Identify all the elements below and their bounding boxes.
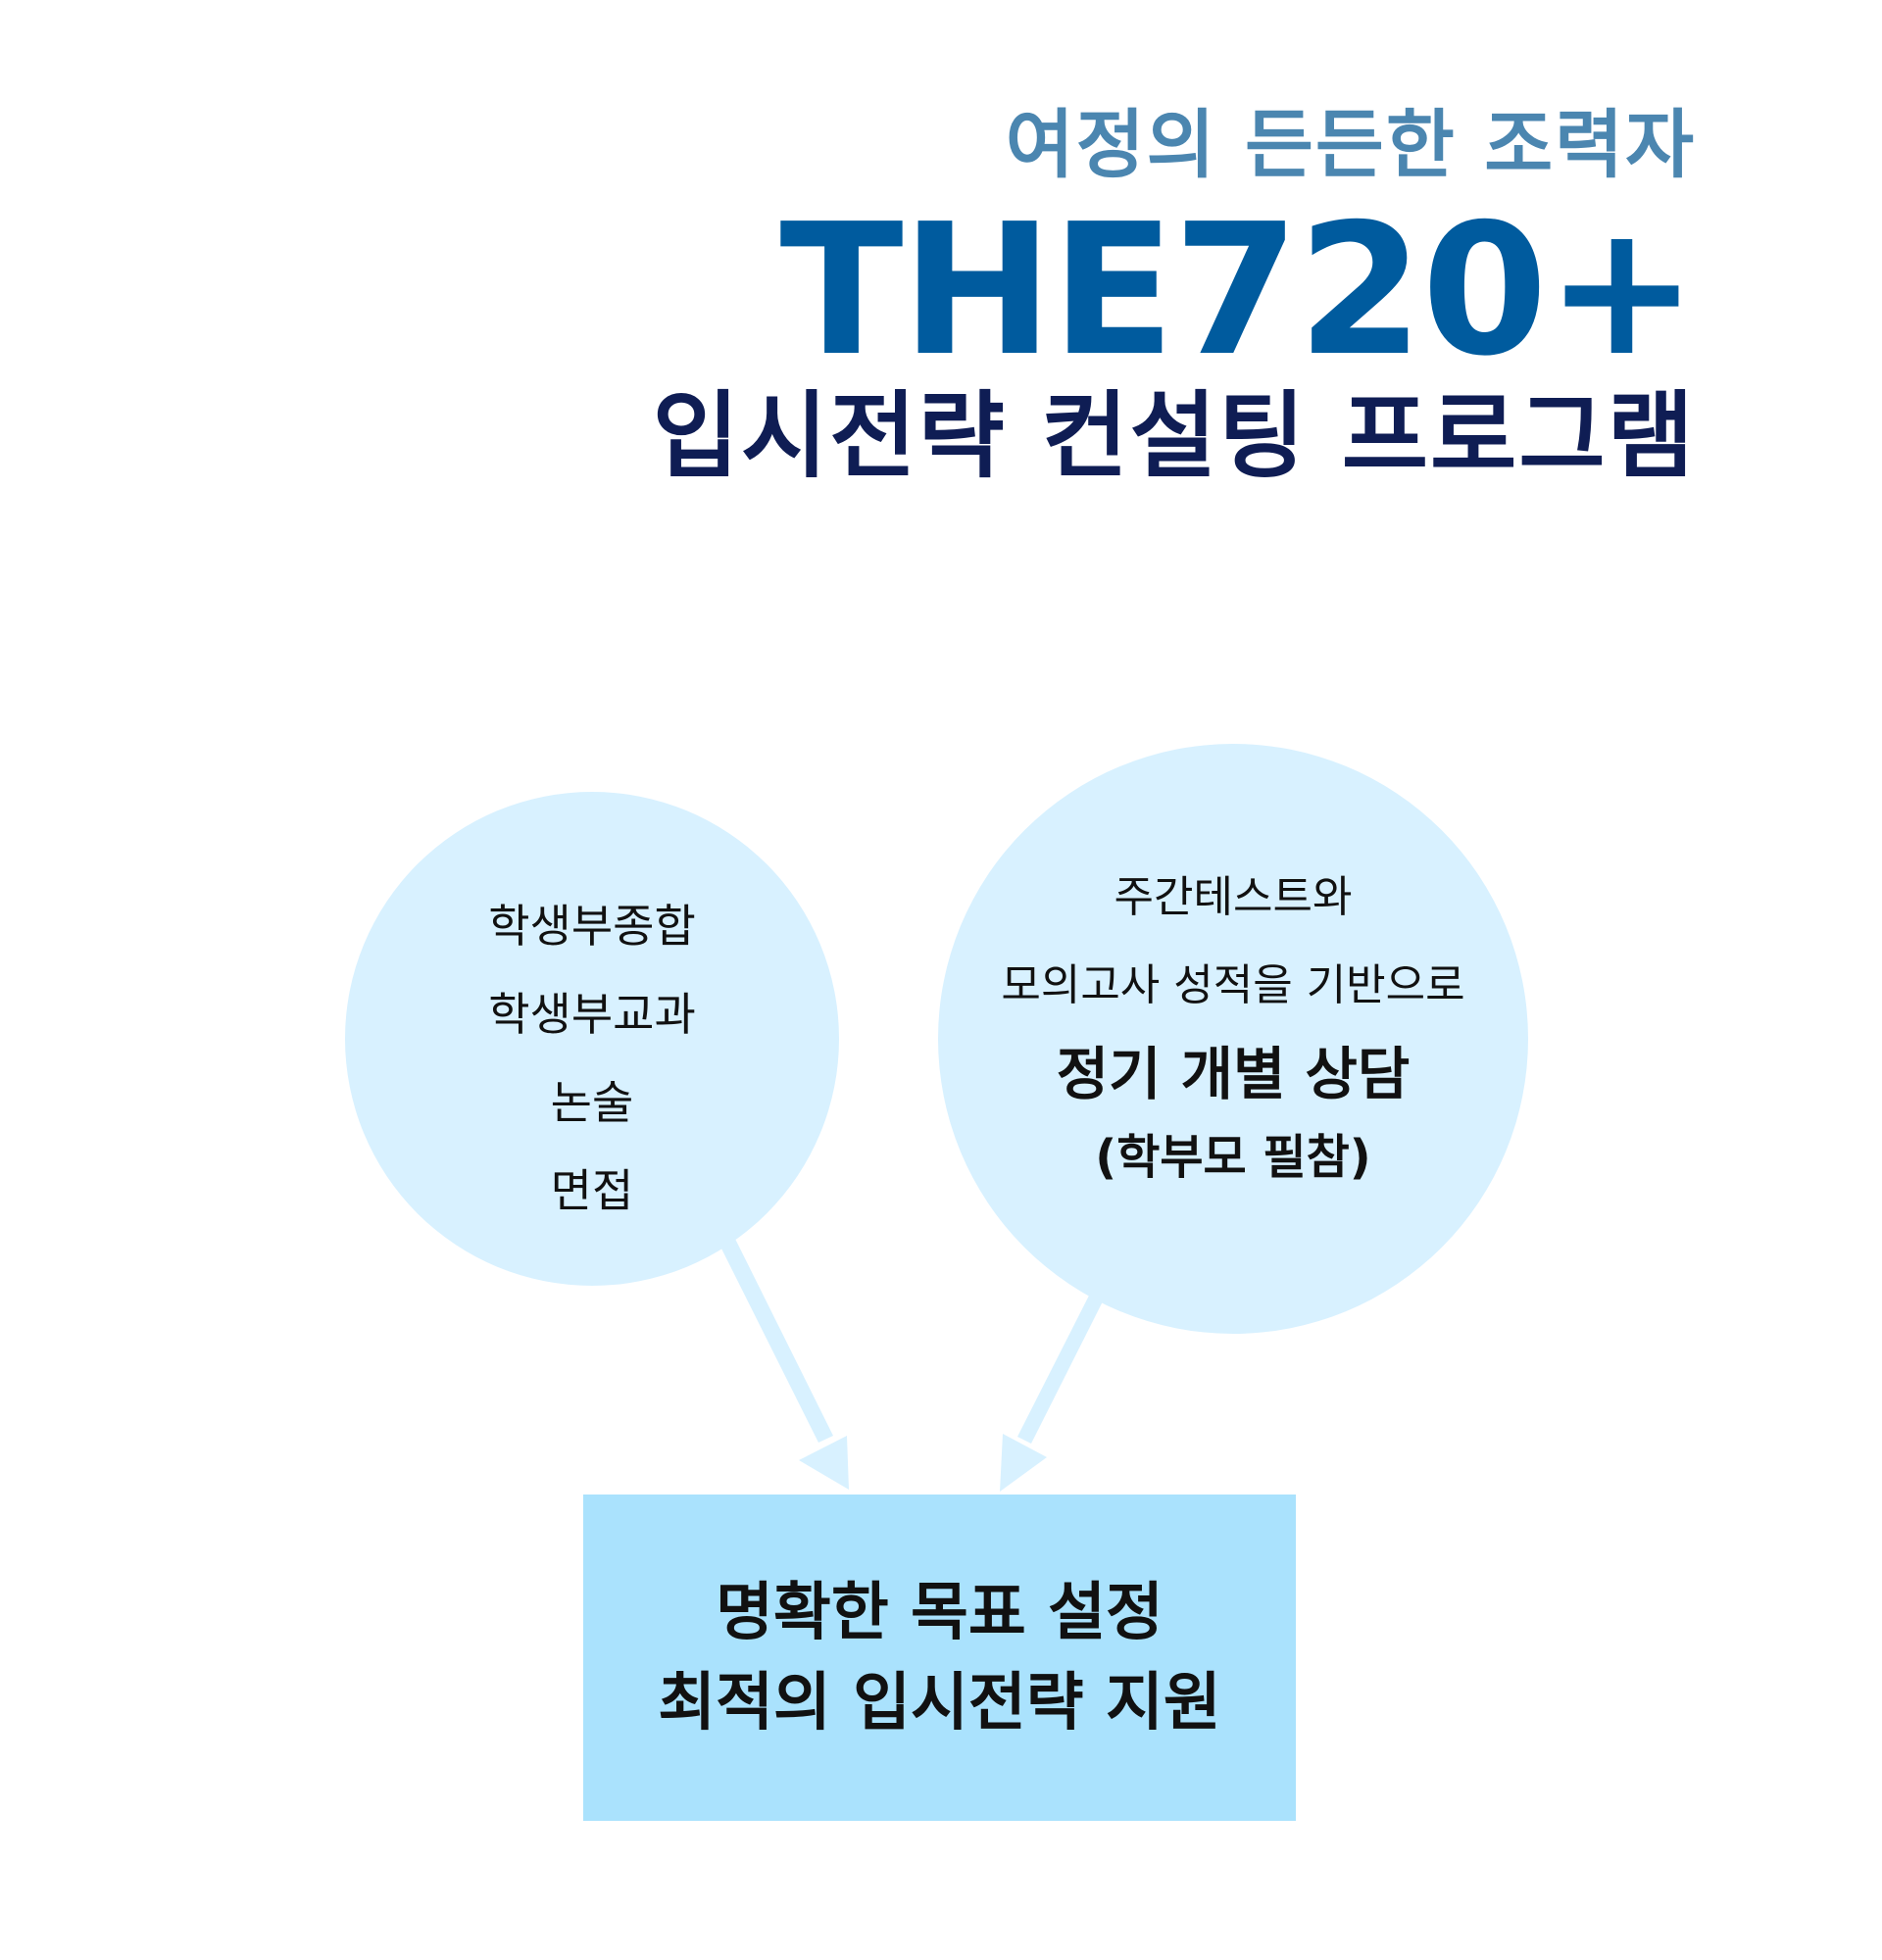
list-item: 학생부종합: [488, 900, 696, 953]
consult-line-2: 모의고사 성적을 기반으로: [1001, 960, 1465, 1010]
result-line-2: 최적의 입시전략 지원: [658, 1666, 1221, 1740]
left-circle: 학생부종합 학생부교과 논술 면접: [345, 792, 839, 1286]
list-item: 논술: [550, 1076, 634, 1129]
right-arrow-shaft: [1017, 1292, 1104, 1444]
result-line-1: 명확한 목표 설정: [716, 1576, 1164, 1649]
consult-note: (학부모 필참): [1095, 1130, 1371, 1185]
list-item: 학생부교과: [488, 988, 696, 1041]
left-arrow-head: [799, 1436, 849, 1490]
result-box: 명확한 목표 설정 최적의 입시전략 지원: [583, 1494, 1296, 1821]
consult-highlight: 정기 개별 상담: [1056, 1041, 1411, 1107]
left-arrow-shaft: [717, 1231, 833, 1443]
right-circle: 주간테스트와 모의고사 성적을 기반으로 정기 개별 상담 (학부모 필참): [938, 744, 1528, 1334]
admission-types-list: 학생부종합 학생부교과 논술 면접: [345, 882, 839, 1235]
right-arrow-head: [1000, 1434, 1047, 1492]
header: 여정의 든든한 조력자 THE720+ 입시전략 컨설팅 프로그램: [652, 101, 1698, 491]
consult-line-1: 주간테스트와: [1114, 872, 1353, 922]
program-title: 입시전략 컨설팅 프로그램: [652, 381, 1696, 491]
tagline: 여정의 든든한 조력자: [1005, 101, 1696, 188]
consultation-text: 주간테스트와 모의고사 성적을 기반으로 정기 개별 상담 (학부모 필참): [938, 854, 1528, 1197]
brand-title: THE720+: [779, 184, 1698, 396]
list-item: 면접: [550, 1164, 634, 1217]
